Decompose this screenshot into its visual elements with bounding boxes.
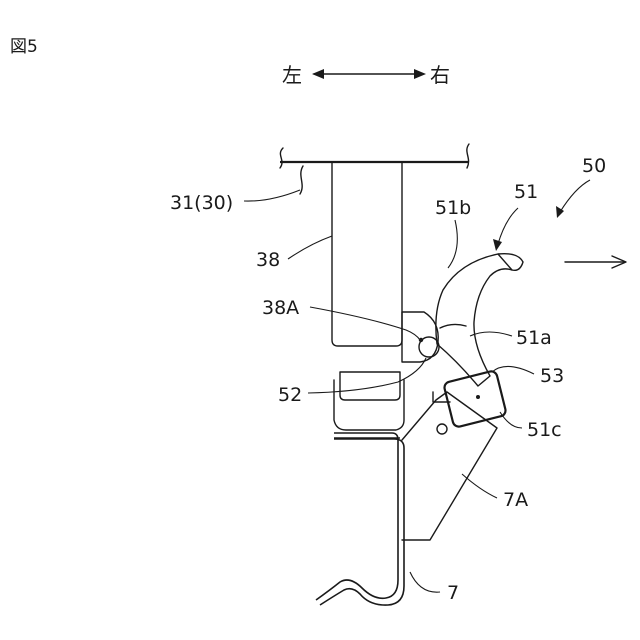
pin-53-center-dot (476, 395, 480, 399)
leader-38 (288, 236, 332, 259)
label-31-30: 31(30) (170, 192, 233, 214)
block-38 (332, 162, 402, 346)
leader-31 (244, 190, 300, 201)
leader-53 (492, 366, 534, 374)
label-51b: 51b (435, 197, 471, 219)
hook-51-inner-edge (440, 324, 466, 328)
bracket-7A-outline (402, 392, 497, 540)
leader-51-arrowhead (493, 239, 502, 251)
label-50: 50 (582, 155, 606, 177)
leader-51b (448, 220, 457, 268)
leader-51a (470, 332, 512, 336)
label-53: 53 (540, 365, 564, 387)
member-31 (280, 144, 469, 194)
hook-51-tip-edge (498, 254, 512, 270)
figure-title: 図5 (10, 37, 38, 57)
leader-7 (410, 572, 440, 592)
frame-7 (316, 433, 404, 605)
block-38-outline (332, 162, 402, 346)
break-line-31-lower (300, 166, 303, 194)
leader-51 (498, 208, 518, 244)
label-7A: 7A (503, 489, 528, 511)
lower-box-inner (340, 372, 400, 400)
bracket-7A (402, 392, 497, 540)
label-52: 52 (278, 384, 302, 406)
label-38A: 38A (262, 297, 299, 319)
label-7: 7 (447, 582, 459, 604)
label-38: 38 (256, 249, 280, 271)
frame-7-outer (316, 433, 398, 600)
label-51c: 51c (527, 419, 562, 441)
direction-right-label: 右 (430, 63, 450, 87)
motion-arrow (565, 256, 626, 268)
pin-53 (443, 370, 507, 428)
label-51a: 51a (516, 327, 552, 349)
direction-arrowhead-right (414, 69, 426, 79)
lower-box (334, 372, 404, 430)
direction-arrowhead-left (312, 69, 324, 79)
break-line-right (467, 144, 469, 168)
direction-indicator: 左 右 (282, 63, 450, 87)
reference-labels: 50 51 51b 31(30) 38 38A 51a 53 52 51c 7A… (170, 155, 606, 604)
bracket-38A (402, 312, 439, 362)
label-51: 51 (514, 181, 538, 203)
bracket-7A-hole (437, 424, 447, 434)
direction-left-label: 左 (282, 63, 302, 87)
leader-52 (308, 358, 426, 393)
pin-53-square (443, 370, 507, 428)
frame-7-inner (320, 439, 404, 605)
leader-50 (560, 180, 590, 212)
break-line-left (280, 148, 283, 168)
